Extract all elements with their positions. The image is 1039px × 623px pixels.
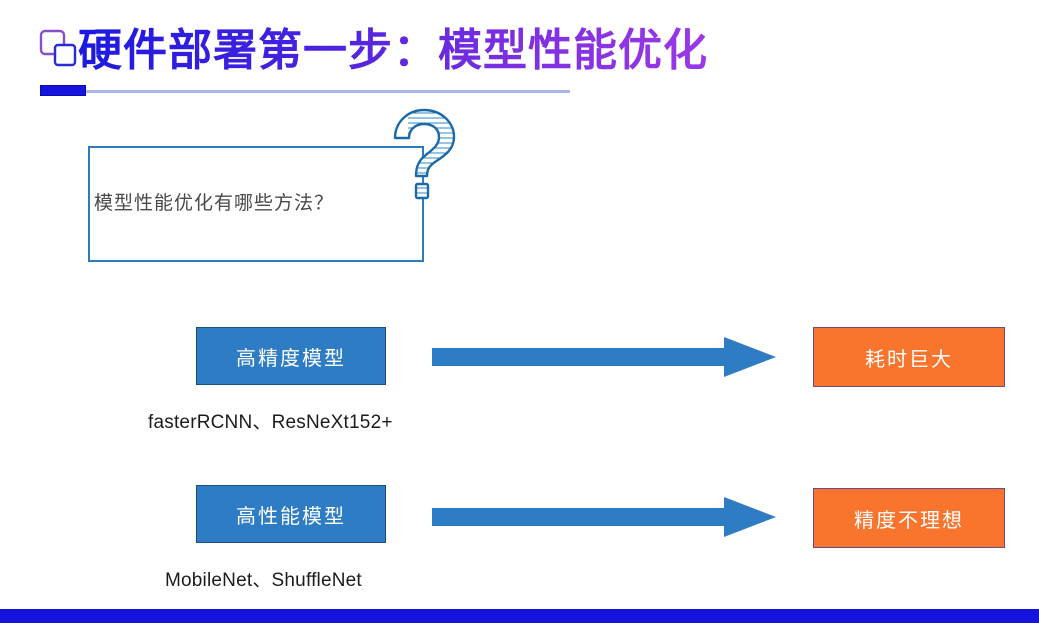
result-box-time-consuming[interactable]: 耗时巨大	[813, 327, 1005, 387]
model-caption-high-performance: MobileNet、ShuffleNet	[165, 570, 362, 591]
sketch-question-mark-icon	[393, 108, 456, 200]
bottom-accent-bar	[0, 609, 1039, 623]
page-title: 硬件部署第一步：模型性能优化	[78, 22, 708, 80]
title-underline-cap	[40, 85, 86, 96]
result-box-low-accuracy[interactable]: 精度不理想	[813, 488, 1005, 548]
title-underline-rule	[40, 90, 570, 93]
question-text: 模型性能优化有哪些方法？	[94, 193, 335, 214]
model-box-high-performance[interactable]: 高性能模型	[196, 485, 386, 543]
flow-arrow-right-2	[432, 497, 776, 537]
model-box-high-accuracy[interactable]: 高精度模型	[196, 327, 386, 385]
overlapping-squares-icon	[39, 29, 77, 67]
flow-arrow-right-1	[432, 337, 776, 377]
question-callout-box	[88, 146, 424, 262]
model-caption-high-accuracy: fasterRCNN、ResNeXt152+	[148, 412, 393, 433]
